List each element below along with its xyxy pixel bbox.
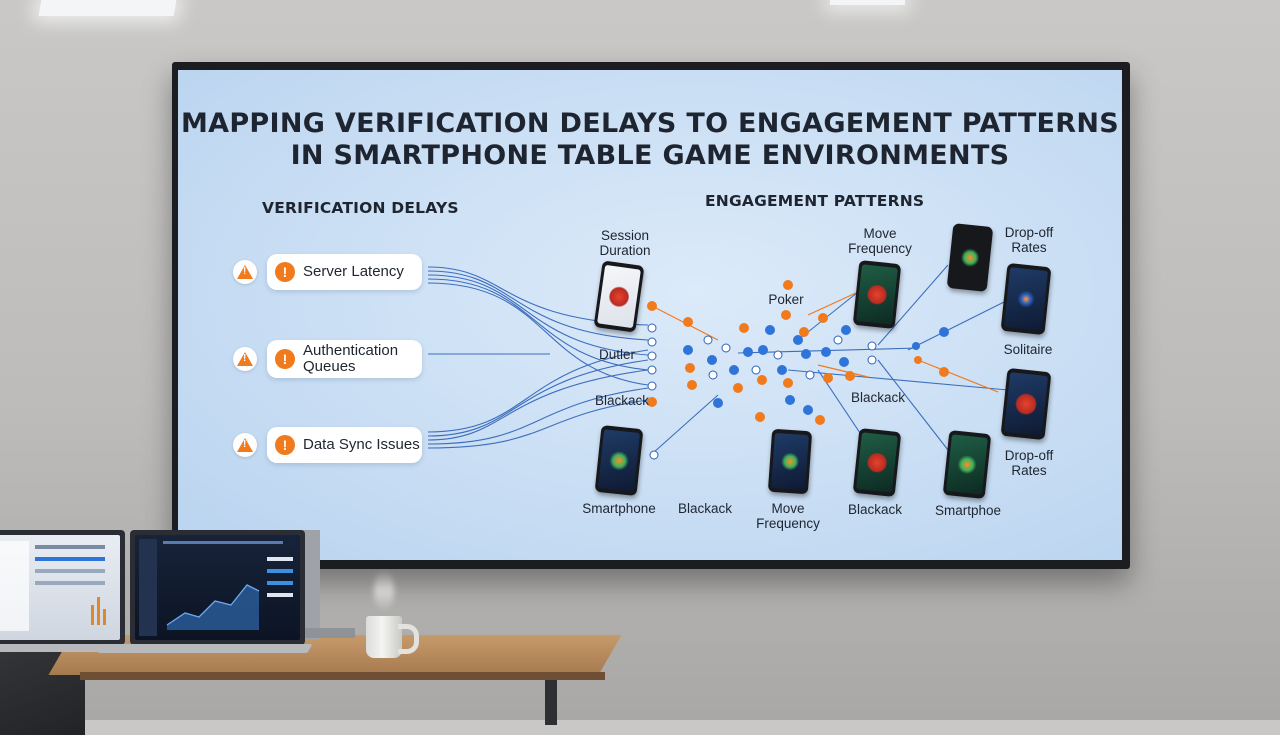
delay-label: Authentication Queues [303, 342, 399, 375]
desk-edge [80, 672, 605, 680]
ceiling-light [830, 0, 905, 5]
smartphone-image [1000, 367, 1052, 441]
mug-handle [398, 624, 419, 654]
smartphone-image [1000, 262, 1052, 336]
laptop-base [300, 628, 355, 638]
laptop-screen [130, 530, 305, 645]
drop-off-rates-label: Drop-off Rates [1004, 448, 1054, 478]
orange-connector-lines [653, 291, 999, 393]
alert-icon: ! [275, 262, 295, 282]
network-diagram [427, 264, 1009, 460]
session-duration-label: Session Duration [599, 228, 651, 258]
poker-label: Poker [768, 292, 804, 307]
drop-off-rates-label: Drop-off Rates [1004, 225, 1054, 255]
smartphoe-label: Smartphoe [934, 503, 1002, 518]
warning-icon [233, 347, 257, 371]
engagement-patterns-heading: ENGAGEMENT PATTERNS [705, 192, 925, 210]
blackack-label: Blackack [850, 390, 906, 405]
alert-icon: ! [275, 435, 295, 455]
laptop-screen [0, 530, 125, 645]
coffee-steam [374, 570, 394, 612]
alert-icon: ! [275, 349, 295, 369]
laptop-base [0, 644, 130, 652]
smartphone-image [942, 429, 992, 500]
slide-title-line-2: IN SMARTPHONE TABLE GAME ENVIRONMENTS [290, 140, 1010, 171]
delay-label: Data Sync Issues [303, 436, 420, 453]
smartphone-image [946, 223, 994, 292]
dutler-label: Dutler [598, 347, 635, 362]
smartphone-image [767, 428, 813, 495]
network-nodes [647, 280, 949, 460]
smartphone-image [852, 259, 902, 330]
data-sync-issues-card: ! Data Sync Issues [267, 427, 422, 463]
analytics-dashboard-thumbnail [139, 539, 293, 636]
move-frequency-label: Move Frequency [756, 501, 820, 531]
desk-leg [545, 680, 557, 725]
laptop-back [300, 530, 320, 640]
move-frequency-label: Move Frequency [848, 226, 912, 256]
presentation-screen: MAPPING VERIFICATION DELAYS TO ENGAGEMEN… [178, 70, 1122, 560]
server-latency-card: ! Server Latency [267, 254, 422, 290]
slide-title-line-1: MAPPING VERIFICATION DELAYS TO ENGAGEMEN… [180, 108, 1120, 139]
solitaire-label: Solitaire [1003, 342, 1053, 357]
warning-icon [233, 260, 257, 284]
blackack-label: Blackack [677, 501, 733, 516]
smartphone-label: Smartphone [582, 501, 656, 516]
wrench-icon [233, 433, 257, 457]
coffee-mug [366, 616, 402, 658]
smartphone-image [594, 424, 644, 497]
delay-label: Server Latency [303, 263, 404, 280]
verification-delays-heading: VERIFICATION DELAYS [262, 199, 459, 217]
ceiling-light [38, 0, 177, 16]
authentication-queues-card: ! Authentication Queues [267, 340, 422, 378]
smartphone-image [852, 427, 902, 498]
blackack-label: Blackack [594, 393, 650, 408]
blackack-label: Blackack [847, 502, 903, 517]
laptop-base [97, 644, 313, 653]
dashboard-thumbnail [0, 541, 106, 631]
